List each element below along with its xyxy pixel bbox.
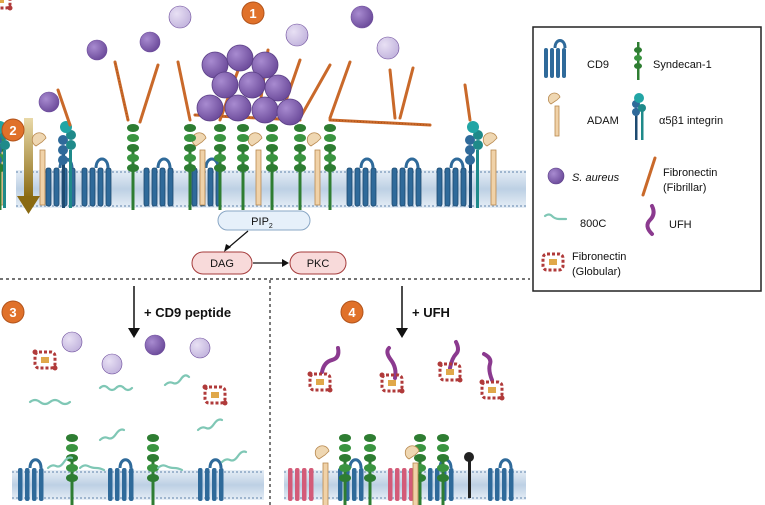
step-2-badge: 2 xyxy=(1,118,25,142)
legend-saureus-label: S. aureus xyxy=(572,172,620,184)
legend-ufh-label: UFH xyxy=(669,219,692,231)
step-3-badge: 3 xyxy=(1,300,25,324)
step-1-badge: 1 xyxy=(241,1,265,25)
legend-fibronectin-fibrillar-label1: Fibronectin xyxy=(663,167,717,179)
pkc-node: PKC xyxy=(289,251,347,275)
svg-text:2: 2 xyxy=(9,123,16,138)
s-aureus-cluster xyxy=(196,44,304,126)
step-4-badge: 4 xyxy=(340,300,364,324)
black-receptor xyxy=(464,452,474,498)
legend-syndecan-label: Syndecan-1 xyxy=(653,59,712,71)
legend-saureus-icon xyxy=(547,167,565,185)
s-aureus-free-top xyxy=(38,5,400,113)
svg-text:3: 3 xyxy=(9,305,16,320)
svg-text:PKC: PKC xyxy=(307,258,330,270)
svg-text:PIP2: PIP2 xyxy=(251,216,273,230)
svg-text:DAG: DAG xyxy=(210,258,234,270)
legend-800c-icon xyxy=(543,213,568,221)
legend-800c-label: 800C xyxy=(580,218,606,230)
legend-syndecan-icon xyxy=(634,42,642,80)
legend-adam-label: ADAM xyxy=(587,115,619,127)
panel3-membrane xyxy=(12,470,264,500)
cd9-peptide-label: + CD9 peptide xyxy=(144,305,231,320)
peptide-group xyxy=(28,374,248,472)
fibronectin-globular-panel3 xyxy=(0,0,229,407)
legend-box xyxy=(532,26,762,292)
s-aureus-free-panel3 xyxy=(61,331,211,375)
legend-integrin-icon xyxy=(632,93,646,140)
fibronectin-globular-panel4 xyxy=(306,360,506,402)
legend-fibronectin-fibrillar-icon xyxy=(641,156,657,197)
ufh-label: + UFH xyxy=(412,305,450,320)
legend-fibronectin-globular-icon xyxy=(541,252,565,272)
legend-ufh-icon xyxy=(645,204,656,236)
dag-node: DAG xyxy=(191,251,253,275)
legend-fibronectin-globular-label2: (Globular) xyxy=(572,266,621,278)
legend-cd9-icon xyxy=(544,39,567,78)
legend-integrin-label: α5β1 integrin xyxy=(659,115,723,127)
cd9-group-top xyxy=(44,157,468,208)
step-2-arrow xyxy=(24,118,33,198)
legend-adam-icon xyxy=(547,92,561,137)
legend-fibronectin-fibrillar-label2: (Fibrillar) xyxy=(663,182,706,194)
pip2-node: PIP2 xyxy=(217,210,311,231)
cd9-group-panel4 xyxy=(288,468,414,501)
legend-cd9-label: CD9 xyxy=(587,59,609,71)
legend-fibronectin-globular-label1: Fibronectin xyxy=(572,251,626,263)
svg-text:4: 4 xyxy=(348,305,356,320)
ufh-group xyxy=(320,340,494,382)
svg-text:1: 1 xyxy=(249,6,256,21)
cd9-group-panel3 xyxy=(18,458,225,503)
